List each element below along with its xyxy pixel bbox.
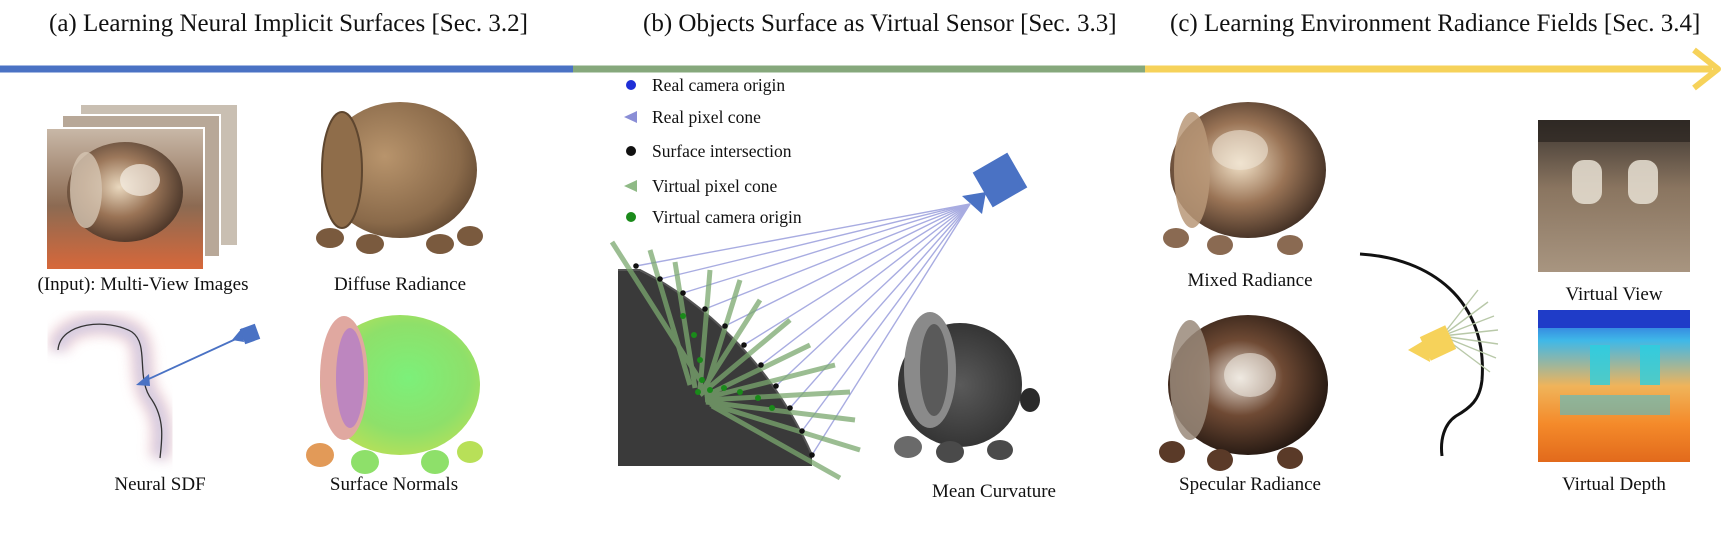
mean-curvature-caption: Mean Curvature — [932, 481, 1056, 502]
surface-intersection-points — [633, 263, 815, 458]
virtual-sensor-diagram — [609, 152, 1028, 481]
mixed-radiance-render — [1163, 102, 1326, 255]
surface-normals-render — [306, 315, 483, 474]
diffuse-radiance-caption: Diffuse Radiance — [333, 274, 467, 295]
diffuse-radiance-render — [316, 102, 483, 254]
legend-surface-intersection: Surface intersection — [652, 141, 792, 161]
virtual-camera-origins — [680, 313, 775, 411]
mean-curvature-render — [894, 312, 1040, 463]
mixed-radiance-caption: Mixed Radiance — [1187, 270, 1313, 291]
virtual-pixel-cones — [609, 240, 861, 481]
multi-view-input-images — [45, 103, 239, 271]
legend-real-cone-icon — [624, 111, 637, 123]
legend-virtual-camera-origin: Virtual camera origin — [652, 207, 802, 227]
neural-sdf-caption: Neural SDF — [114, 474, 206, 495]
section-c-header: (c) Learning Environment Radiance Fields… — [1170, 10, 1701, 37]
input-images-caption: (Input): Multi-View Images — [37, 274, 249, 295]
legend-markers — [624, 80, 637, 222]
legend-virtual-camera-dot-icon — [626, 212, 636, 222]
virtual-view-render — [1538, 120, 1690, 272]
specular-radiance-render — [1159, 315, 1328, 471]
legend-real-camera-dot-icon — [626, 80, 636, 90]
legend-virtual-pixel-cone: Virtual pixel cone — [652, 176, 778, 196]
legend-real-pixel-cone: Real pixel cone — [652, 107, 761, 127]
legend-surface-dot-icon — [626, 146, 636, 156]
neural-sdf-diagram — [47, 313, 261, 460]
virtual-depth-caption: Virtual Depth — [1562, 474, 1666, 495]
surface-normals-caption: Surface Normals — [329, 474, 459, 495]
real-pixel-cones — [635, 203, 971, 456]
virtual-camera-icon — [1408, 325, 1457, 362]
virtual-depth-render — [1538, 310, 1690, 462]
virtual-view-caption: Virtual View — [1565, 284, 1663, 305]
section-b-header: (b) Objects Surface as Virtual Sensor [S… — [643, 10, 1117, 37]
environment-field-diagram — [1359, 252, 1499, 457]
timeline-arrowhead-icon — [1692, 47, 1721, 91]
section-a-header: (a) Learning Neural Implicit Surfaces [S… — [49, 10, 528, 37]
real-camera-icon — [962, 152, 1028, 214]
legend-virtual-cone-icon — [624, 180, 637, 192]
camera-icon — [232, 323, 261, 345]
specular-radiance-caption: Specular Radiance — [1179, 474, 1321, 495]
legend-real-camera-origin: Real camera origin — [652, 75, 786, 95]
